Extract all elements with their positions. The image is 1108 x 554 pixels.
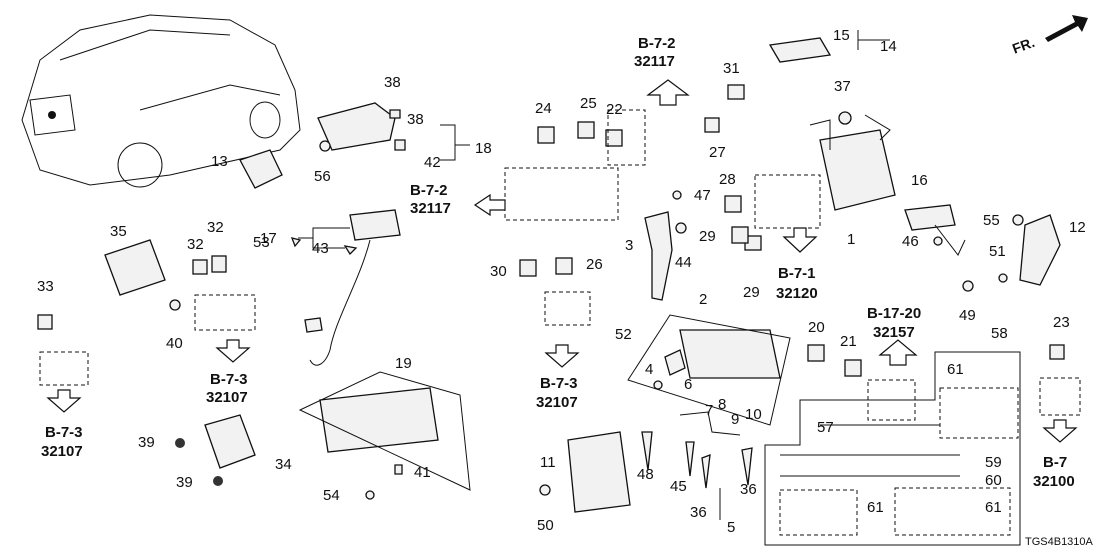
ref-code: 32107 (41, 443, 83, 460)
callout-18: 18 (475, 140, 492, 157)
callout-14: 14 (880, 38, 897, 55)
callout-26: 26 (586, 256, 603, 273)
callout-17: 17 (260, 230, 277, 247)
callout-27: 27 (709, 144, 726, 161)
ref-code: 32157 (873, 324, 915, 341)
ref-code: 32107 (206, 389, 248, 406)
callouts: 1 2 3 4 5 6 7 8 9 10 11 12 13 14 15 16 1… (37, 27, 1086, 536)
callout-4: 4 (645, 361, 653, 378)
callout-28: 28 (719, 171, 736, 188)
ref-section: B-7-3 (210, 371, 248, 388)
front-direction-arrow: FR. (1010, 15, 1088, 57)
callout-33: 33 (37, 278, 54, 295)
callout-45: 45 (670, 478, 687, 495)
callout-60: 60 (985, 472, 1002, 489)
callout-50: 50 (537, 517, 554, 534)
part-code: TGS4B1310A (1025, 536, 1094, 548)
ref-section: B-7-3 (540, 375, 578, 392)
ref-code: 32120 (776, 285, 818, 302)
callout-29b: 29 (743, 284, 760, 301)
callout-21: 21 (840, 333, 857, 350)
parts (37, 30, 1081, 546)
ref-section: B-7-2 (410, 182, 448, 199)
callout-3: 3 (625, 237, 633, 254)
callout-61b: 61 (867, 499, 884, 516)
callout-43: 43 (312, 240, 329, 257)
callout-22: 22 (606, 101, 623, 118)
bolts (290, 190, 1024, 500)
callout-56: 56 (314, 168, 331, 185)
callout-30: 30 (490, 263, 507, 280)
callout-36b: 36 (690, 504, 707, 521)
fr-label: FR. (1010, 34, 1037, 57)
callout-7: 7 (705, 402, 713, 419)
callout-25: 25 (580, 95, 597, 112)
callout-31: 31 (723, 60, 740, 77)
ref-section: B-7-1 (778, 265, 816, 282)
callout-2: 2 (699, 291, 707, 308)
callout-41: 41 (414, 464, 431, 481)
callout-46: 46 (902, 233, 919, 250)
callout-39: 39 (138, 434, 155, 451)
callout-36: 36 (740, 481, 757, 498)
callout-32: 32 (207, 219, 224, 236)
callout-6: 6 (684, 376, 692, 393)
callout-52: 52 (615, 326, 632, 343)
callout-23: 23 (1053, 314, 1070, 331)
callout-37: 37 (834, 78, 851, 95)
ref-section: B-7-2 (638, 35, 676, 52)
callout-12: 12 (1069, 219, 1086, 236)
callout-54: 54 (323, 487, 340, 504)
relays (37, 84, 1065, 377)
callout-57: 57 (817, 419, 834, 436)
callout-20: 20 (808, 319, 825, 336)
callout-42: 42 (424, 154, 441, 171)
callout-35: 35 (110, 223, 127, 240)
callout-5: 5 (727, 519, 735, 536)
callout-61: 61 (947, 361, 964, 378)
ref-code: 32100 (1033, 473, 1075, 490)
callout-29: 29 (699, 228, 716, 245)
callout-32b: 32 (187, 236, 204, 253)
callout-40: 40 (166, 335, 183, 352)
callout-13: 13 (211, 153, 228, 170)
ref-section: B-17-20 (867, 305, 921, 322)
reference-arrows (46, 79, 1078, 443)
ref-code: 32107 (536, 394, 578, 411)
callout-24: 24 (535, 100, 552, 117)
callout-15: 15 (833, 27, 850, 44)
callout-51: 51 (989, 243, 1006, 260)
callout-58: 58 (991, 325, 1008, 342)
callout-10: 10 (745, 406, 762, 423)
callout-38b: 38 (407, 111, 424, 128)
callout-48: 48 (637, 466, 654, 483)
callout-44: 44 (675, 254, 692, 271)
callout-61c: 61 (985, 499, 1002, 516)
callout-34: 34 (275, 456, 292, 473)
callout-19: 19 (395, 355, 412, 372)
callout-47: 47 (694, 187, 711, 204)
ref-section: B-7-3 (45, 424, 83, 441)
callout-8: 8 (718, 396, 726, 413)
callout-53: 53 (253, 234, 270, 251)
callout-9: 9 (731, 411, 739, 428)
callout-1: 1 (847, 231, 855, 248)
callout-39b: 39 (176, 474, 193, 491)
ref-code: 32117 (634, 53, 675, 70)
callout-11: 11 (540, 454, 556, 471)
callout-55: 55 (983, 212, 1000, 229)
vehicle-illustration (21, 14, 301, 188)
callout-49: 49 (959, 307, 976, 324)
callout-59: 59 (985, 454, 1002, 471)
ref-code: 32117 (410, 200, 451, 217)
ref-section: B-7 (1043, 454, 1067, 471)
callout-16: 16 (911, 172, 928, 189)
reference-labels: B-7-2 32117 B-7-2 32117 B-7-1 32120 B-17… (41, 35, 1075, 490)
callout-38: 38 (384, 74, 401, 91)
